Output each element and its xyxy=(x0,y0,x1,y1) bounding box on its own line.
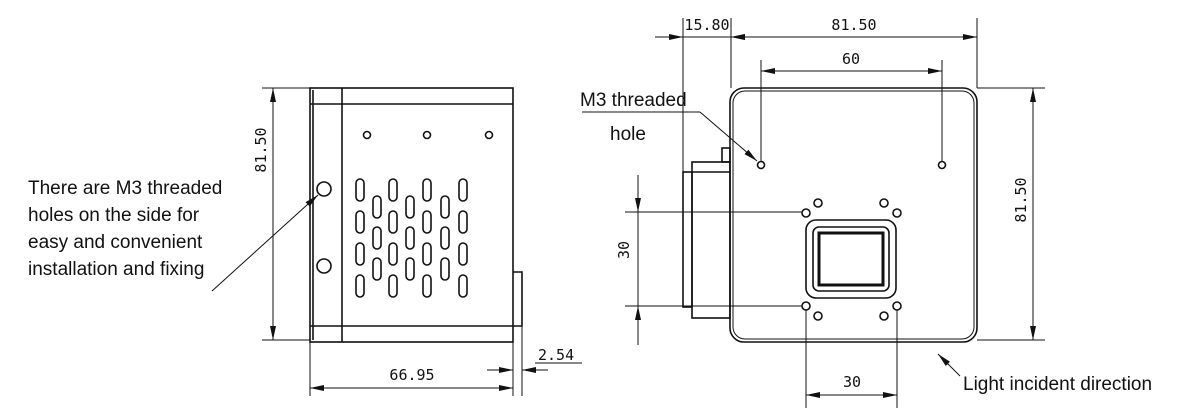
side-depth-label: 66.95 xyxy=(389,366,434,384)
note-leader-arrow xyxy=(211,194,319,292)
front-height-dimension: 81.50 xyxy=(977,87,1045,341)
m3-hole-callout: M3 threaded hole xyxy=(580,90,758,162)
hole-spacing-dimension: 60 xyxy=(760,50,943,162)
side-body-outline xyxy=(309,87,514,343)
front-view: 15.80 81.50 60 81.50 30 xyxy=(580,16,1152,408)
vent-slot xyxy=(355,210,365,234)
vent-slot xyxy=(405,226,415,250)
light-direction: Light incident direction xyxy=(937,353,1152,395)
vent-slot xyxy=(405,257,415,281)
vent-slot xyxy=(422,274,432,298)
vent-slot xyxy=(440,226,450,250)
side-tab xyxy=(513,271,523,327)
sensor-window xyxy=(805,219,897,299)
side-m3-holes xyxy=(316,181,332,274)
vent-slot xyxy=(440,195,450,219)
side-view: 81.50 66.95 2.54 There are M3 threaded h… xyxy=(28,87,582,396)
tab-dimension: 2.54 xyxy=(487,346,582,373)
vent-slot xyxy=(355,242,365,266)
note-line: installation and fixing xyxy=(28,259,204,280)
vent-slots xyxy=(355,178,468,298)
light-arrow-icon xyxy=(937,353,961,377)
mount-vertical-dimension: 30 xyxy=(615,175,802,345)
note-line: There are M3 threaded xyxy=(28,178,222,199)
side-note: There are M3 threaded holes on the side … xyxy=(28,178,319,292)
note-line: holes on the side for xyxy=(28,205,200,226)
vent-slot xyxy=(372,257,382,281)
vent-slot xyxy=(422,178,432,202)
vent-slot xyxy=(355,274,365,298)
vent-slot xyxy=(372,195,382,219)
vent-slot xyxy=(388,242,398,266)
width-dim-label: 81.50 xyxy=(831,16,876,34)
mount-holes xyxy=(801,198,902,321)
note-line: easy and convenient xyxy=(28,232,203,253)
vent-slot xyxy=(458,274,468,298)
top-holes xyxy=(362,130,494,140)
tab-dim-label: 2.54 xyxy=(538,346,574,364)
vent-slot xyxy=(422,210,432,234)
hole-spacing-label: 60 xyxy=(842,50,860,68)
vent-slot xyxy=(372,226,382,250)
mount-horizontal-dimension: 30 xyxy=(805,310,898,408)
vent-slot xyxy=(440,257,450,281)
vent-slot xyxy=(388,210,398,234)
vent-slot xyxy=(458,178,468,202)
mount-vertical-label: 30 xyxy=(615,241,633,259)
vent-slot xyxy=(388,178,398,202)
vent-slot xyxy=(355,178,365,202)
vent-slot xyxy=(458,242,468,266)
front-height-label: 81.50 xyxy=(1012,177,1030,222)
side-height-dimension: 81.50 xyxy=(252,87,310,341)
front-body-outline xyxy=(729,87,978,343)
hole-label-line: M3 threaded xyxy=(580,90,687,111)
side-attachment xyxy=(682,147,731,319)
offset-dim-label: 15.80 xyxy=(684,16,729,34)
m3-holes xyxy=(756,160,947,170)
hole-label-line: hole xyxy=(610,124,646,145)
light-direction-label: Light incident direction xyxy=(963,374,1152,395)
vent-slot xyxy=(422,242,432,266)
side-height-label: 81.50 xyxy=(252,127,270,172)
vent-slot xyxy=(405,195,415,219)
vent-slot xyxy=(388,274,398,298)
vent-slot xyxy=(458,210,468,234)
mount-horizontal-label: 30 xyxy=(843,373,861,391)
side-depth-dimension: 66.95 xyxy=(309,326,523,396)
width-dimension: 81.50 xyxy=(731,16,978,88)
